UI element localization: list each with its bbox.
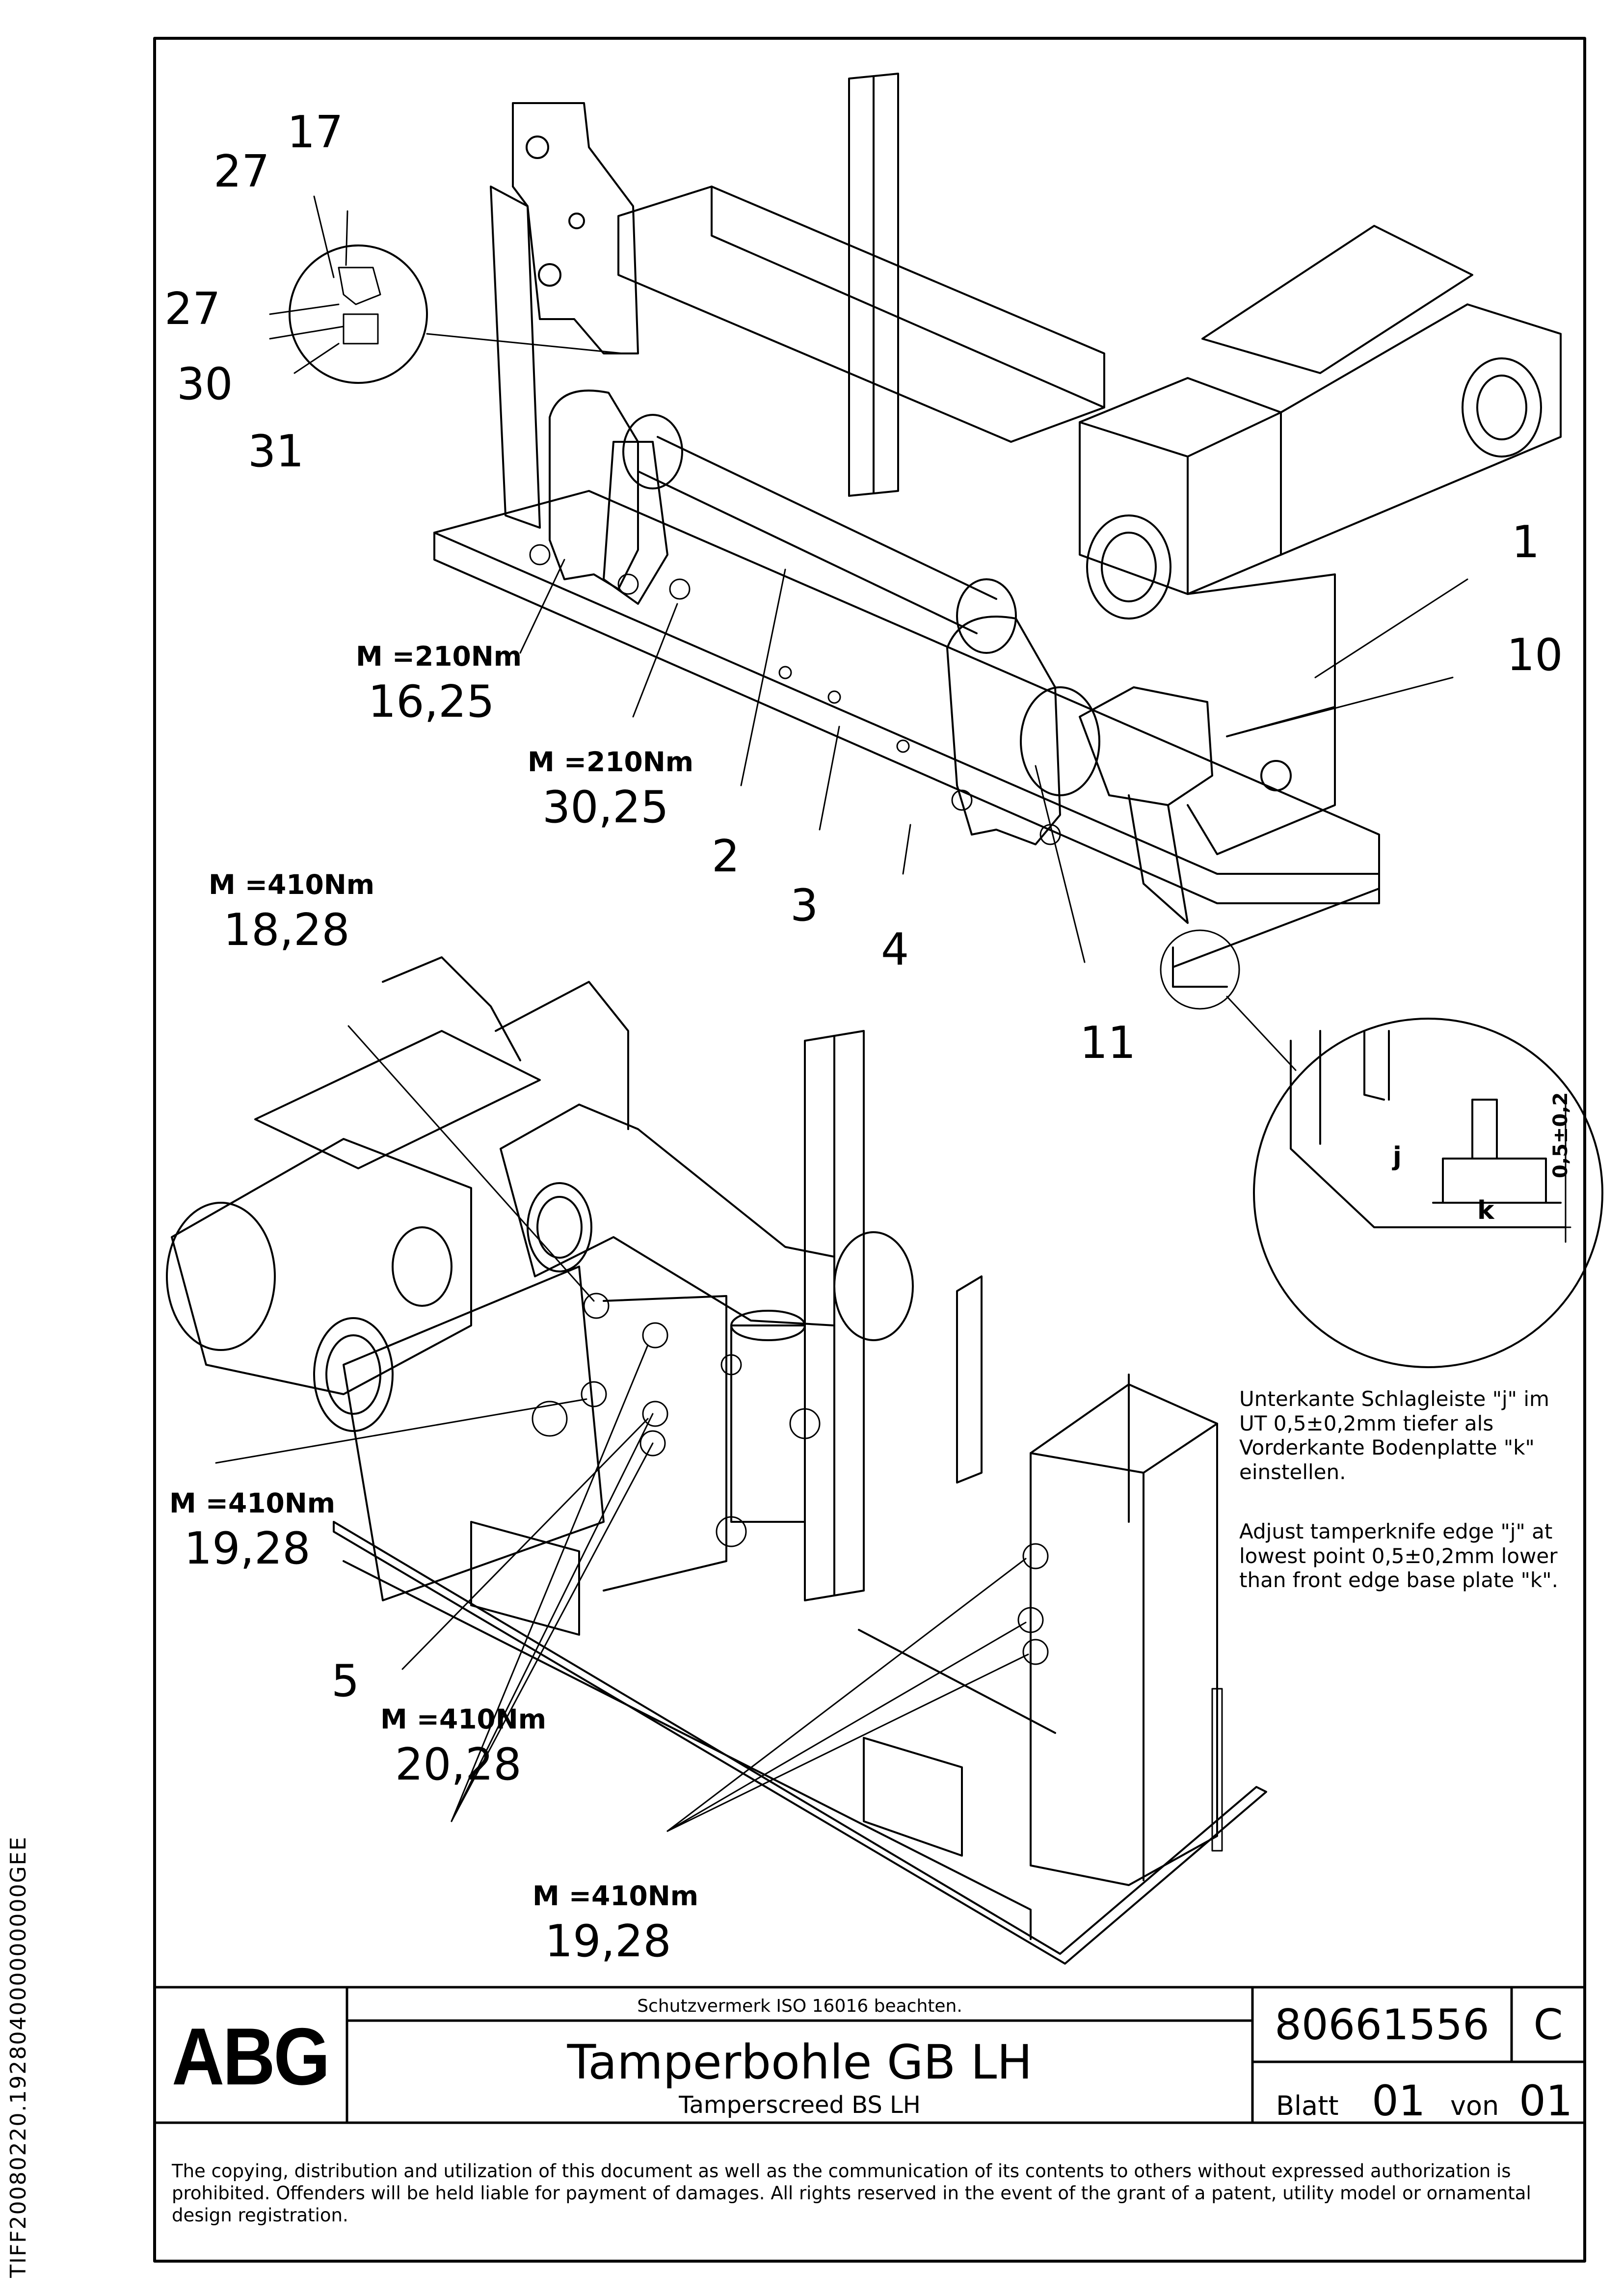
callout-30: 30 <box>177 358 233 410</box>
detail-dimension: 0,5±0,2 <box>1549 1092 1572 1178</box>
callout-1: 1 <box>1512 516 1540 568</box>
sheet-number: 01 <box>1372 2077 1426 2126</box>
callout-31: 31 <box>248 426 304 477</box>
note-english: Adjust tamperknife edge "j" at lowest po… <box>1239 1519 1558 1593</box>
callout-27-upper: 27 <box>213 146 270 197</box>
callout-11: 11 <box>1080 1017 1136 1069</box>
protection-notice: Schutzvermerk ISO 16016 beachten. <box>637 1996 962 2016</box>
torque-spec-items: 18,28 <box>223 904 350 956</box>
bottom-assembly-view <box>166 956 1267 1965</box>
torque-spec-items: 16,25 <box>368 676 495 728</box>
detail-label-k: k <box>1477 1196 1494 1225</box>
torque-spec-label: M =210Nm <box>528 746 694 778</box>
drawing-subtitle: Tamperscreed BS LH <box>679 2091 921 2119</box>
torque-spec-label: M =410Nm <box>169 1487 336 1519</box>
torque-spec-label: M =410Nm <box>532 1880 699 1912</box>
total-sheets: 01 <box>1519 2077 1573 2126</box>
drawing-frame <box>153 37 1586 2263</box>
company-logo: ABG <box>172 2011 330 2102</box>
torque-spec-label: M =410Nm <box>380 1703 547 1735</box>
callout-27-lower: 27 <box>164 283 221 335</box>
top-assembly-view <box>269 73 1562 988</box>
note-german: Unterkante Schlagleiste "j" im UT 0,5±0,… <box>1239 1387 1549 1484</box>
side-reference-code: TIFF20080220.192804000000000GEE <box>6 1836 31 2278</box>
callout-10: 10 <box>1507 629 1563 681</box>
callout-2: 2 <box>712 831 740 882</box>
callout-5: 5 <box>331 1655 360 1707</box>
torque-spec-items: 20,28 <box>395 1739 522 1790</box>
drawing-number: 80661556 <box>1275 2000 1490 2050</box>
callout-3: 3 <box>790 880 819 931</box>
of-label: von <box>1450 2090 1499 2121</box>
detail-label-j: j <box>1393 1142 1402 1171</box>
torque-spec-items: 19,28 <box>184 1523 311 1574</box>
callout-4: 4 <box>881 924 909 975</box>
detail-view-j-k <box>1160 929 1603 1368</box>
callout-17: 17 <box>287 107 344 158</box>
torque-spec-label: M =410Nm <box>209 869 375 900</box>
torque-spec-items: 19,28 <box>545 1916 671 1967</box>
sheet-label: Blatt <box>1276 2090 1339 2121</box>
title-block-grid <box>153 1986 1586 2124</box>
drawing-title: Tamperbohle GB LH <box>567 2035 1033 2090</box>
revision-letter: C <box>1533 2000 1563 2050</box>
torque-spec-items: 30,25 <box>542 782 669 833</box>
torque-spec-label: M =210Nm <box>356 641 522 672</box>
copyright-notice: The copying, distribution and utilizatio… <box>172 2161 1531 2226</box>
